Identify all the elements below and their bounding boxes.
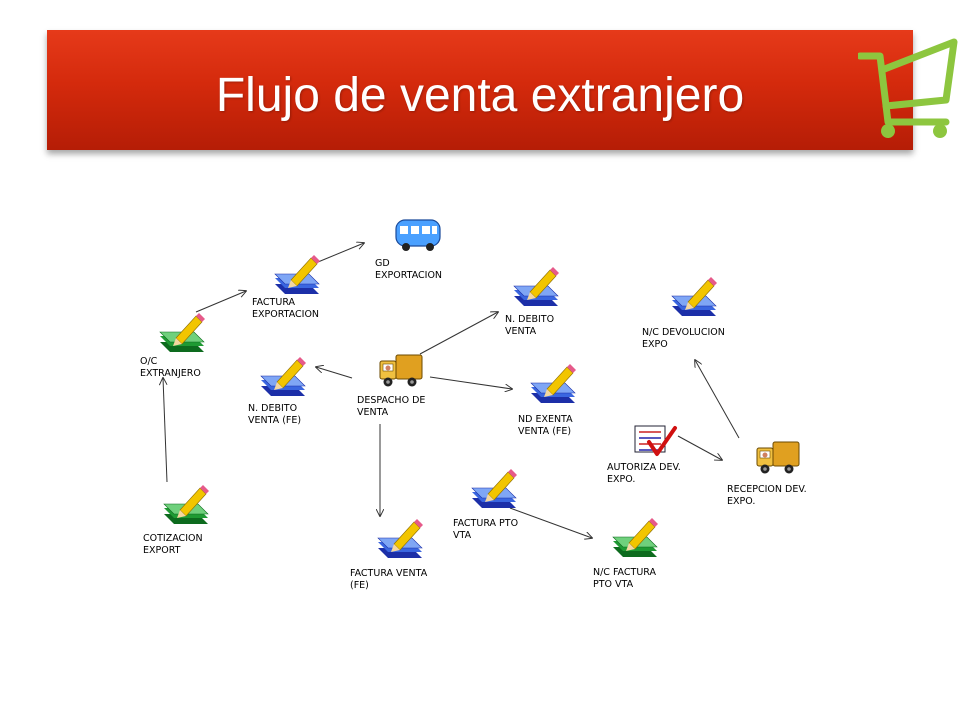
- node-factura_venta_fe: FACTURA VENTA(FE): [350, 518, 428, 591]
- node-autoriza_dev_expo: AUTORIZA DEV.EXPO.: [607, 424, 681, 485]
- document-pencil-green-icon: [612, 517, 659, 558]
- node-label: PTO VTA: [593, 579, 634, 590]
- nodes-layer: GDEXPORTACIONFACTURAEXPORTACIONO/CEXTRAN…: [140, 219, 807, 591]
- node-label: (FE): [350, 580, 369, 591]
- node-label: N/C DEVOLUCION: [642, 327, 725, 338]
- node-label: VTA: [453, 530, 472, 541]
- page-title: Flujo de venta extranjero: [215, 69, 745, 122]
- node-label: VENTA (FE): [518, 426, 571, 437]
- document-pencil-green-icon: [159, 312, 206, 353]
- edge-factura_exportacion-to-gd_exportacion: [317, 243, 364, 263]
- edges-layer: [163, 243, 740, 538]
- node-label: EXTRANJERO: [140, 368, 201, 379]
- node-label: AUTORIZA DEV.: [607, 462, 681, 473]
- node-label: GD: [375, 258, 390, 269]
- document-pencil-blue-icon: [671, 276, 718, 317]
- document-pencil-blue-icon: [530, 363, 577, 404]
- document-pencil-blue-icon: [513, 266, 560, 307]
- node-label: EXPO.: [607, 474, 635, 485]
- node-recepcion_dev_expo: RECEPCION DEV.EXPO.: [727, 441, 807, 507]
- shopping-cart-icon: [858, 38, 958, 138]
- edge-despacho_de_venta-to-nd_exenta_venta_fe: [429, 376, 512, 389]
- node-label: O/C: [140, 356, 158, 367]
- title-banner: Flujo de venta extranjero: [47, 30, 913, 150]
- document-pencil-blue-icon: [377, 518, 424, 559]
- truck-icon: [379, 354, 423, 387]
- node-label: EXPO: [642, 339, 668, 350]
- node-label: EXPORTACION: [252, 309, 319, 320]
- node-label: FACTURA: [252, 297, 296, 308]
- node-label: EXPORTACION: [375, 270, 442, 281]
- edge-despacho_de_venta-to-n_debito_venta_fe: [316, 367, 353, 379]
- node-label: N. DEBITO: [505, 314, 554, 325]
- node-label: N. DEBITO: [248, 403, 297, 414]
- node-label: FACTURA VENTA: [350, 568, 428, 579]
- node-label: RECEPCION DEV.: [727, 484, 807, 495]
- node-label: VENTA: [357, 407, 389, 418]
- node-label: ND EXENTA: [518, 414, 573, 425]
- edge-cotizacion_export-to-oc_extranjero: [163, 378, 168, 483]
- node-label: N/C FACTURA: [593, 567, 656, 578]
- document-pencil-blue-icon: [471, 468, 518, 509]
- edge-autoriza_dev_expo-to-recepcion_dev_expo: [677, 435, 722, 460]
- truck-icon: [756, 441, 800, 474]
- edge-despacho_de_venta-to-n_debito_venta: [419, 312, 498, 355]
- document-pencil-blue-icon: [274, 254, 321, 295]
- node-label: VENTA (FE): [248, 415, 301, 426]
- document-pencil-blue-icon: [260, 356, 307, 397]
- bus-icon: [395, 219, 441, 252]
- node-label: EXPORT: [143, 545, 181, 556]
- edge-oc_extranjero-to-factura_exportacion: [195, 291, 246, 313]
- node-label: DESPACHO DE: [357, 395, 425, 406]
- node-label: FACTURA PTO: [453, 518, 518, 529]
- document-pencil-green-icon: [163, 484, 210, 525]
- node-label: COTIZACION: [143, 533, 203, 544]
- checklist-icon: [633, 424, 677, 456]
- node-label: EXPO.: [727, 496, 755, 507]
- edge-factura_pto_vta-to-nc_factura_pto_vta: [509, 507, 592, 538]
- edge-recepcion_dev_expo-to-nc_devolucion_expo: [695, 360, 740, 439]
- node-label: VENTA: [505, 326, 537, 337]
